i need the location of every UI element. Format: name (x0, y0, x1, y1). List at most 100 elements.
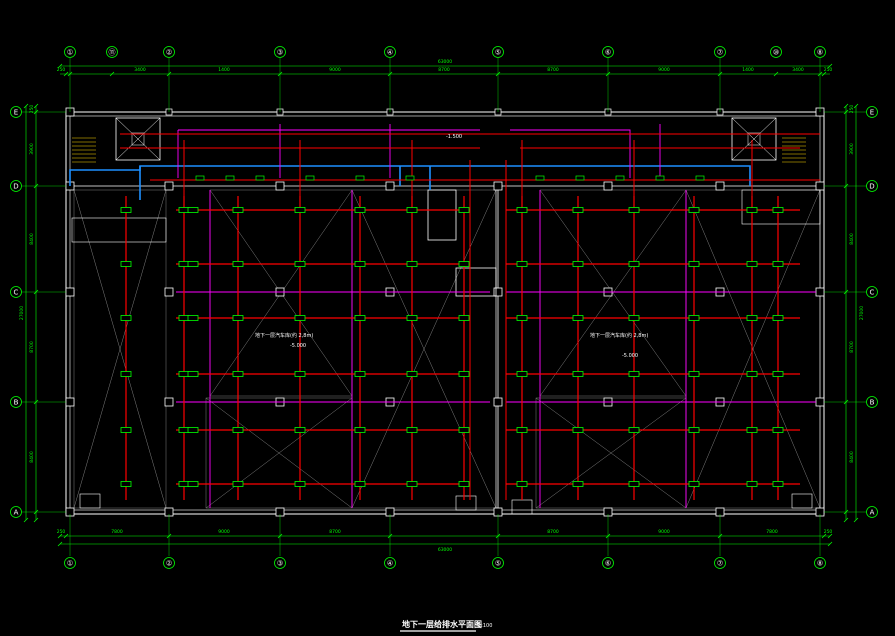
sprinkler-head-icon (178, 207, 190, 213)
column (275, 181, 285, 191)
axis-bubble-bottom-label: ⑤ (495, 560, 501, 568)
dimension-tick (33, 517, 39, 523)
axis-bubble-bottom-label: ⑦ (717, 560, 723, 568)
sprinkler-head-icon (516, 481, 528, 487)
walls (65, 107, 825, 517)
sprinkler-head-icon (187, 261, 199, 267)
column (715, 181, 725, 191)
sprinkler-head-icon (572, 371, 584, 377)
dim-right-segment: 8400 (849, 233, 855, 245)
axis-bubble-bottom-label: ② (166, 560, 172, 568)
sprinkler-head-icon (232, 427, 244, 433)
sprinkler-head-icon (187, 371, 199, 377)
axis-bubble-top-extra (106, 46, 118, 58)
sprinkler-head-icon (294, 481, 306, 487)
sprinkler-head-icon (628, 427, 640, 433)
sprinkler-head-icon (354, 261, 366, 267)
sprinkler-head-icon (255, 175, 265, 181)
axis-bubble-bottom (274, 557, 286, 569)
dim-top-segment: 9000 (329, 67, 341, 73)
fan-diagonal (731, 117, 777, 161)
sprinkler-head-icon (628, 371, 640, 377)
dim-right-total: 27000 (859, 306, 865, 320)
column (164, 397, 174, 407)
dimension-tick (33, 103, 39, 109)
column (493, 181, 503, 191)
sprinkler-head-icon (746, 261, 758, 267)
axis-bubble-left-label: E (14, 109, 18, 117)
dim-bottom-edge: 250 (824, 529, 833, 535)
dimension-tick (821, 533, 827, 539)
sprinkler-head-icon (294, 371, 306, 377)
sprinkler-head-icon (516, 261, 528, 267)
sprinkler-head-icon (746, 207, 758, 213)
fan-diagonal (115, 117, 161, 161)
sprinkler-head-icon (688, 315, 700, 321)
sprinkler-head-icon (772, 315, 784, 321)
sprinkler-head-icon (516, 315, 528, 321)
dim-top-segment: 1400 (742, 67, 754, 73)
axis-bubble-right-label: A (870, 509, 875, 517)
sprinkler-head-icon (458, 481, 470, 487)
dim-bottom-segment: 9000 (658, 529, 670, 535)
sprinkler-head-icon (354, 427, 366, 433)
bay-diagonal (205, 397, 353, 509)
sprinkler-head-icon (187, 427, 199, 433)
axis-bubble-left-label: D (13, 183, 18, 191)
axis-bubble-bottom (384, 557, 396, 569)
dim-top-segment: 1400 (218, 67, 230, 73)
sprinkler-head-icon (294, 315, 306, 321)
sprinkler-head-icon (178, 481, 190, 487)
axis-bubble-left-label: C (14, 289, 19, 297)
sprinkler-head-icon (575, 175, 585, 181)
dim-left-total: 27000 (19, 306, 25, 320)
utility-room-right (741, 189, 821, 225)
drawing-scale: 1:100 (478, 623, 492, 629)
equipment-box (455, 495, 477, 511)
dim-right-segment: 3900 (849, 143, 855, 155)
dimension-tick (109, 71, 115, 77)
sprinkler-head-icon (628, 481, 640, 487)
axis-bubble-top-label: ④ (387, 49, 393, 57)
structural-grid (73, 189, 821, 509)
dim-right-edge: 250 (849, 105, 855, 114)
bay-diagonal (685, 189, 821, 509)
sprinkler-head-icon (232, 315, 244, 321)
axis-bubble-left (10, 180, 22, 192)
dimension-tick (827, 541, 833, 547)
dim-top-segment: 3400 (792, 67, 804, 73)
axis-bubble-bottom (492, 557, 504, 569)
axis-bubble-bottom-label: ④ (387, 560, 393, 568)
dim-top-segment: 9000 (658, 67, 670, 73)
axis-bubble-bottom (64, 557, 76, 569)
axis-bubble-left (10, 286, 22, 298)
sprinkler-head-icon (354, 207, 366, 213)
dim-top-segment: 8700 (547, 67, 559, 73)
pump-room (427, 189, 457, 241)
outer-wall (65, 111, 825, 515)
dimension-tick (773, 71, 779, 77)
room-label-right: 地下一层汽车库(约 2,8m) (590, 332, 648, 339)
sprinkler-head-icon (120, 427, 132, 433)
sprinkler-head-icon (187, 315, 199, 321)
axis-bubble-right-label: C (870, 289, 875, 297)
sprinkler-head-icon (354, 315, 366, 321)
axis-bubble-top-extra-label: ⑪ (109, 49, 116, 57)
sprinkler-head-icon (232, 371, 244, 377)
sprinkler-head-icon (406, 371, 418, 377)
fan-core (747, 132, 761, 146)
sprinkler-head-icon (516, 427, 528, 433)
dimension-tick (23, 517, 29, 523)
dim-bottom-segment: 9000 (218, 529, 230, 535)
axis-bubble-top-extra-label: ⑩ (773, 49, 779, 57)
sprinkler-head-icon (772, 427, 784, 433)
sprinkler-head-icon (516, 371, 528, 377)
sprinkler-head-icon (195, 175, 205, 181)
axis-bubble-top-label: ⑧ (817, 49, 823, 57)
sprinkler-head-icon (225, 175, 235, 181)
column (385, 181, 395, 191)
sprinkler-head-icon (232, 481, 244, 487)
axis-bubble-top (64, 46, 76, 58)
